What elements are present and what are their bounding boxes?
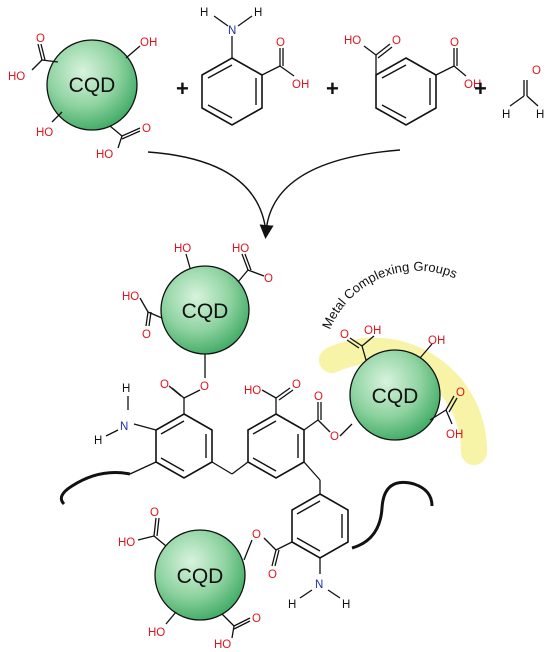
product-ring-middle: HO O O O xyxy=(231,379,339,481)
label-ho: HO xyxy=(174,243,191,255)
cqd-label: CQD xyxy=(372,385,419,408)
reactant-formaldehyde: O H H xyxy=(502,65,544,121)
label-h: H xyxy=(122,383,130,395)
label-o: O xyxy=(268,569,277,581)
label-ho: HO xyxy=(122,291,139,303)
label-h: H xyxy=(254,7,262,19)
product-ring-left: O N H H xyxy=(94,379,233,479)
cqd-label: CQD xyxy=(182,300,229,323)
label-h: H xyxy=(288,599,296,611)
label-oh: OH xyxy=(428,335,445,347)
label-h: H xyxy=(94,435,102,447)
label-o: O xyxy=(264,273,273,285)
reaction-arrow xyxy=(147,149,401,239)
label-oh: OH xyxy=(364,325,381,337)
product-cqd-top: CQD HO HO O HO O O xyxy=(122,243,273,393)
label-oh: OH xyxy=(446,429,463,441)
cqd-label: CQD xyxy=(177,565,224,588)
polymer-chain xyxy=(59,471,434,550)
product-cqd-right: CQD O OH OH O OH xyxy=(339,325,465,441)
label-ho: HO xyxy=(36,127,53,139)
label-ho: HO xyxy=(344,35,361,47)
label-ho: HO xyxy=(148,627,165,639)
label-n: N xyxy=(228,25,236,37)
label-ho: HO xyxy=(244,385,261,397)
label-o: O xyxy=(36,33,45,45)
label-h: H xyxy=(502,109,510,121)
label-n: N xyxy=(120,421,128,433)
label-ho: HO xyxy=(118,537,135,549)
label-ho: HO xyxy=(232,243,249,255)
plus-sign: + xyxy=(474,76,487,101)
label-ho: HO xyxy=(214,639,231,651)
reactant-cqd: CQD O HO OH HO O HO xyxy=(8,33,157,161)
product-ring-lower: O O N H H xyxy=(252,480,350,611)
reactant-anthranilic-acid: N H H O OH xyxy=(200,7,309,126)
product-cqd-bottom: CQD O HO HO O HO xyxy=(118,507,261,651)
label-o: O xyxy=(450,37,459,49)
label-h: H xyxy=(536,109,544,121)
label-oh: OH xyxy=(140,37,157,49)
label-h: H xyxy=(342,599,350,611)
label-ho: HO xyxy=(8,71,25,83)
label-o: O xyxy=(392,35,401,47)
label-o: O xyxy=(340,329,349,341)
label-n: N xyxy=(315,579,323,591)
label-o: O xyxy=(252,529,261,541)
label-o: O xyxy=(314,391,323,403)
label-o: O xyxy=(160,379,169,391)
label-o: O xyxy=(142,329,151,341)
label-o: O xyxy=(150,507,159,519)
label-o: O xyxy=(200,381,209,393)
label-oh: OH xyxy=(292,79,309,91)
label-ho: HO xyxy=(96,149,113,161)
plus-sign: + xyxy=(176,76,189,101)
label-o: O xyxy=(330,431,339,443)
metal-complexing-groups-label: Metal Complexing Groups xyxy=(319,259,460,332)
plus-sign: + xyxy=(326,76,339,101)
label-o: O xyxy=(456,387,465,399)
label-o: O xyxy=(292,379,301,391)
label-o: O xyxy=(252,613,261,625)
label-oh: OH xyxy=(464,79,481,91)
label-h: H xyxy=(200,7,208,19)
label-o: O xyxy=(276,37,285,49)
label-o: O xyxy=(142,123,151,135)
label-o: O xyxy=(532,65,541,77)
reactant-phthalic-acid: O HO O OH xyxy=(344,35,481,126)
cqd-label: CQD xyxy=(69,74,116,97)
